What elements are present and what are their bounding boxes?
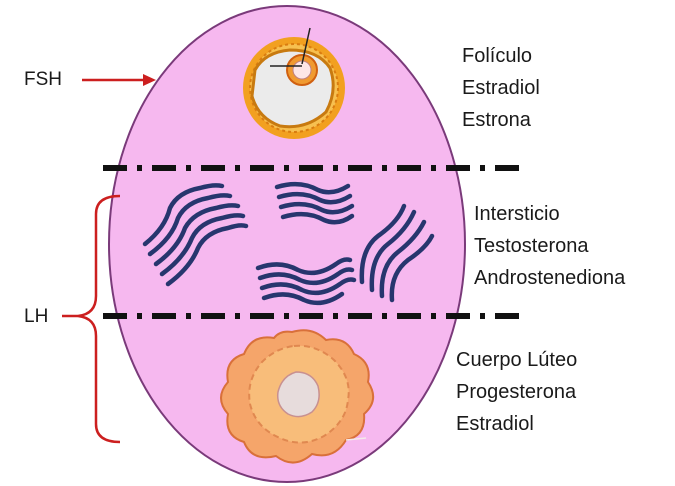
androstenediona-label: Androstenediona [474,262,625,294]
follicle-label: Folículo [462,40,532,72]
estradiol-luteum-label: Estradiol [456,408,534,440]
testosterona-label: Testosterona [474,230,589,262]
lh-label: LH [24,306,48,328]
estrona-label: Estrona [462,104,531,136]
estradiol-follicle-label: Estradiol [462,72,540,104]
corpus-luteum-label: Cuerpo Lúteo [456,344,577,376]
fsh-label: FSH [24,69,62,91]
interstitium-label: Intersticio [474,198,560,230]
progesterona-label: Progesterona [456,376,576,408]
